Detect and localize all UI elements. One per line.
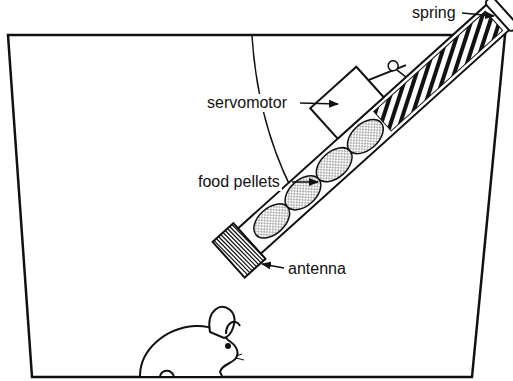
part-label: antenna bbox=[286, 260, 348, 278]
leader-arrow bbox=[462, 13, 494, 16]
leader-arrow bbox=[300, 103, 338, 104]
mouse bbox=[140, 307, 244, 376]
antenna-coil bbox=[213, 223, 266, 277]
feeder-tube bbox=[190, 0, 513, 278]
part-label: spring bbox=[410, 4, 458, 22]
part-label: food pellets bbox=[196, 173, 282, 191]
leader-arrow bbox=[262, 264, 284, 268]
part-label: servomotor bbox=[205, 94, 289, 112]
leader-arrow bbox=[292, 181, 318, 183]
